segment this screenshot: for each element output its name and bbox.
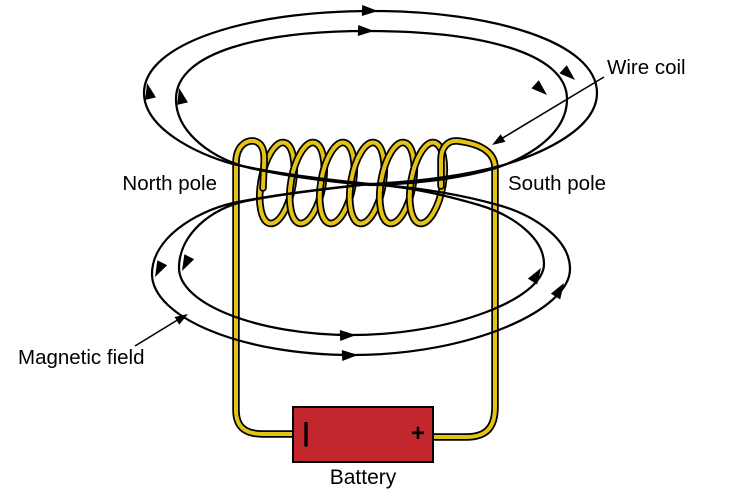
magnetic-field-label: Magnetic field	[18, 346, 144, 369]
callout-arrows	[134, 76, 605, 347]
field-arrowhead-icon	[550, 283, 564, 300]
battery-label: Battery	[330, 466, 397, 489]
field-arrowhead-icon	[361, 4, 378, 16]
field-arrowhead-icon	[182, 254, 195, 271]
wire-coil-label: Wire coil	[607, 56, 686, 79]
field-arrowhead-icon	[341, 350, 358, 362]
wire-coil-arrowhead-icon	[492, 134, 506, 145]
north-pole-label: North pole	[122, 172, 217, 195]
battery-negative-terminal: |	[302, 417, 309, 447]
field-arrowhead-icon	[531, 80, 547, 95]
magnetic-field-arrowhead-icon	[174, 314, 188, 325]
field-arrowhead-icon	[527, 268, 541, 285]
field-arrowhead-icon	[339, 330, 356, 342]
battery: | +	[292, 406, 434, 463]
field-arrowhead-icon	[177, 88, 188, 105]
field-arrowhead-icon	[357, 24, 374, 36]
field-arrowhead-icon	[559, 65, 575, 80]
field-arrowhead-icon	[155, 260, 168, 277]
south-pole-label: South pole	[508, 172, 606, 195]
field-arrowhead-icon	[145, 83, 156, 100]
battery-body	[292, 406, 434, 463]
labels: Wire coil North pole South pole Magnetic…	[18, 56, 686, 489]
magnetic-field-pointer-line	[134, 315, 185, 347]
wire-coil-pointer-line	[495, 76, 605, 143]
field-arrowheads	[145, 4, 575, 362]
battery-positive-terminal: +	[411, 420, 425, 447]
